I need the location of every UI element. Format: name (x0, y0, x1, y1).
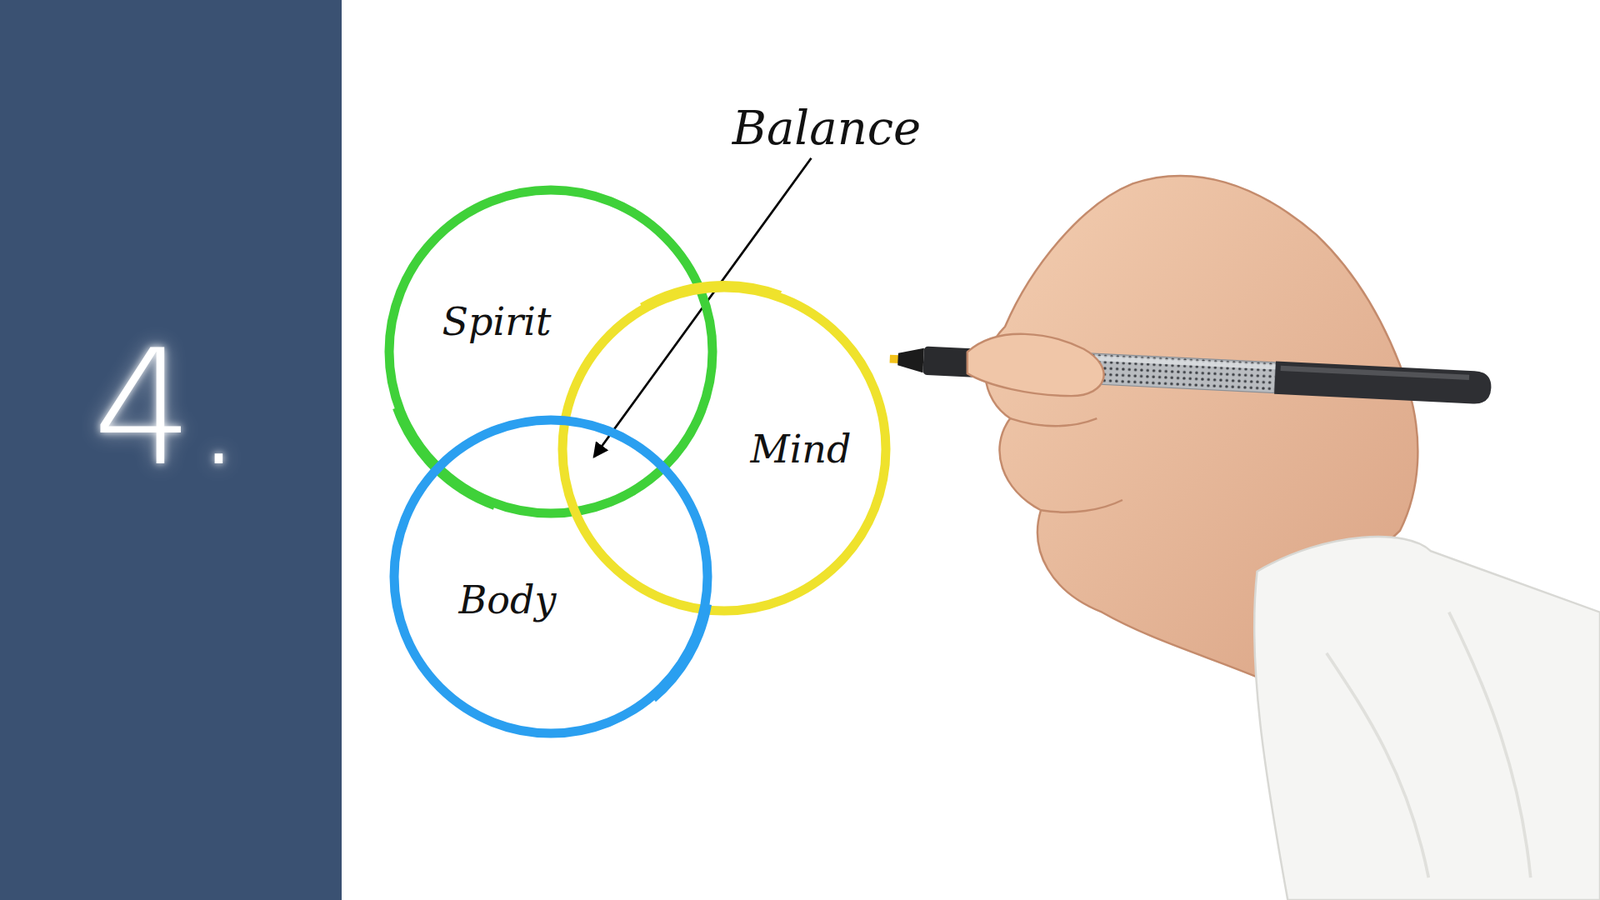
circle-label: Body (459, 577, 557, 623)
circle-stroke (394, 420, 708, 734)
stroke-tail (640, 280, 782, 307)
circle-label: Spirit (442, 299, 552, 345)
callout-label: Balance (732, 100, 921, 155)
circle-node: Mind (555, 280, 893, 618)
stroke-tail (653, 604, 712, 702)
circle-label: Mind (750, 426, 852, 472)
circle-node: Body (387, 413, 715, 740)
circle-outline (387, 413, 715, 740)
step-number: 4. (92, 316, 244, 501)
circle-stroke (562, 287, 886, 611)
thumb (967, 334, 1105, 396)
shirt-sleeve (1254, 536, 1600, 900)
